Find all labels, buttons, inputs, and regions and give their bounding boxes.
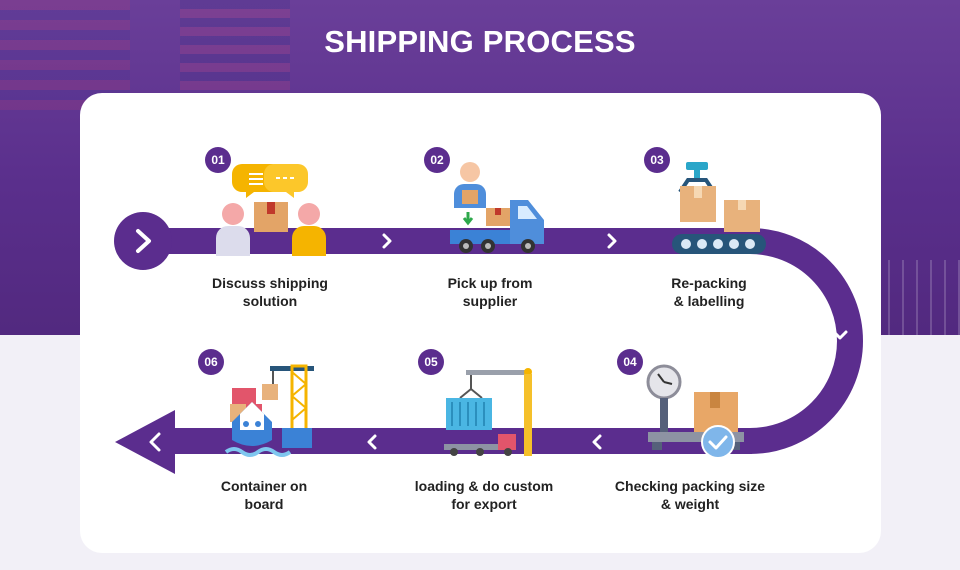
pickup-truck-icon xyxy=(448,160,548,256)
curve-track xyxy=(750,241,850,441)
step-label: Re-packing& labelling xyxy=(619,274,799,310)
conveyor-packing-icon xyxy=(670,160,770,256)
cargo-ship-icon xyxy=(222,362,322,462)
end-arrowhead xyxy=(115,410,175,474)
discussion-icon xyxy=(212,160,332,256)
step-number-badge: 04 xyxy=(617,349,643,375)
step-number-badge: 06 xyxy=(198,349,224,375)
weighing-scale-icon xyxy=(642,362,752,462)
step-number-badge: 03 xyxy=(644,147,670,173)
start-circle xyxy=(114,212,172,270)
step-label: Checking packing size& weight xyxy=(600,477,780,513)
step-number-badge: 02 xyxy=(424,147,450,173)
crane-loading-icon xyxy=(440,362,540,462)
